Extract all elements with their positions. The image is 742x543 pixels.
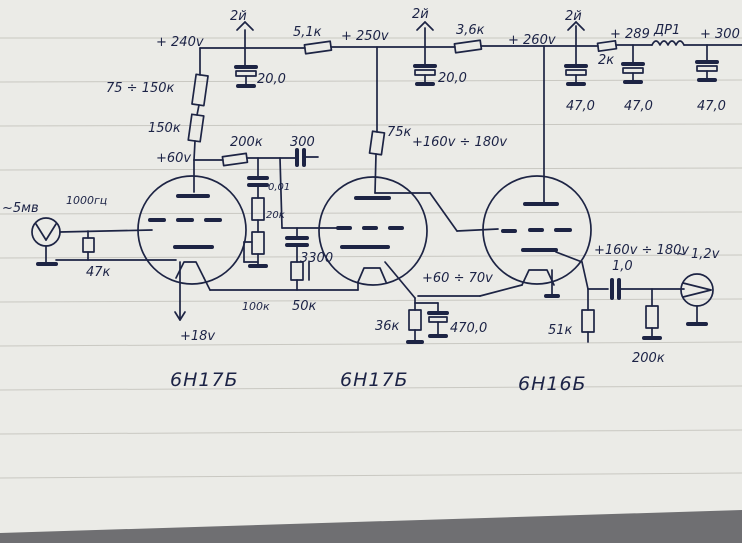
- label-r-36k: 36к: [375, 319, 400, 334]
- label-r-200k-top: 200к: [230, 135, 263, 150]
- label-r-150: 150к: [148, 121, 181, 136]
- label-r-100k: 100к: [242, 300, 270, 313]
- label-input-level: ~5мв: [2, 201, 39, 216]
- label-c-001: 0,01: [268, 182, 290, 193]
- label-c-20-a: 20,0: [257, 72, 286, 87]
- filter-cap-1: [234, 21, 258, 88]
- stage1-anode-chain: [187, 47, 319, 193]
- label-tube-3: 6Н16Б: [518, 373, 587, 395]
- label-r-75-150: 75 ÷ 150к: [106, 81, 175, 96]
- label-gnd-1: 2й: [230, 9, 247, 24]
- label-c-20-b: 20,0: [438, 71, 467, 86]
- label-v-60: +60v: [156, 151, 191, 166]
- label-tube-2: 6Н17Б: [340, 369, 409, 391]
- label-v-60-70: +60 ÷ 70v: [422, 271, 493, 286]
- output-section: [581, 273, 714, 343]
- label-v-160-180-a: +160v ÷ 180v: [412, 135, 507, 150]
- label-v-240: + 240v: [156, 35, 204, 50]
- label-gnd-3: 2й: [565, 9, 582, 24]
- stage2-cathode-network: [285, 227, 449, 344]
- stage1-grid-network: [243, 157, 343, 268]
- label-out-level: ~ 1,2v: [676, 247, 720, 262]
- label-c-300: 300: [290, 135, 315, 150]
- label-r-75k: 75к: [387, 125, 412, 140]
- label-c-47-a: 47,0: [566, 99, 595, 114]
- labels: + 240v + 250v + 260v + 289 + 300 2й 2й 2…: [2, 7, 740, 395]
- label-c-470: 470,0: [450, 321, 487, 336]
- label-freq: 1000гц: [66, 194, 107, 207]
- label-c-47-b: 47,0: [624, 99, 653, 114]
- label-v-260: + 260v: [508, 33, 556, 48]
- label-v-289: + 289: [610, 27, 650, 42]
- tube-3: [417, 175, 592, 298]
- label-v-250: + 250v: [341, 29, 389, 44]
- label-r-50k: 50к: [292, 299, 317, 314]
- label-r-20k: 20к: [266, 210, 285, 221]
- label-c-47-c: 47,0: [697, 99, 726, 114]
- filter-cap-4: [621, 44, 645, 84]
- label-r-47k: 47к: [86, 265, 111, 280]
- label-dr: ДР1: [653, 23, 680, 38]
- filter-cap-2: [413, 21, 437, 86]
- stage2-anode: [368, 46, 499, 232]
- label-v-18: +18v: [180, 329, 215, 344]
- filter-cap-5: [695, 44, 719, 82]
- tube-1: [59, 175, 359, 321]
- label-r-3k6: 3,6к: [456, 23, 485, 38]
- label-c-1: 1,0: [612, 259, 633, 274]
- label-gnd-2: 2й: [412, 7, 429, 22]
- label-r-200k-out: 200к: [632, 351, 665, 366]
- label-r-51k: 51к: [548, 323, 573, 338]
- tube-2: [318, 176, 428, 304]
- label-v-160-180-b: +160v ÷ 180v: [594, 243, 689, 258]
- label-c-3300: 3300: [300, 251, 333, 266]
- supply-rail: [199, 39, 742, 55]
- label-tube-1: 6Н17Б: [170, 369, 239, 391]
- filter-cap-3: [564, 21, 588, 86]
- label-r-5k1: 5,1к: [293, 25, 322, 40]
- label-r-2k: 2к: [598, 53, 614, 68]
- input-generator: [31, 217, 177, 266]
- label-v-300: + 300: [700, 27, 740, 42]
